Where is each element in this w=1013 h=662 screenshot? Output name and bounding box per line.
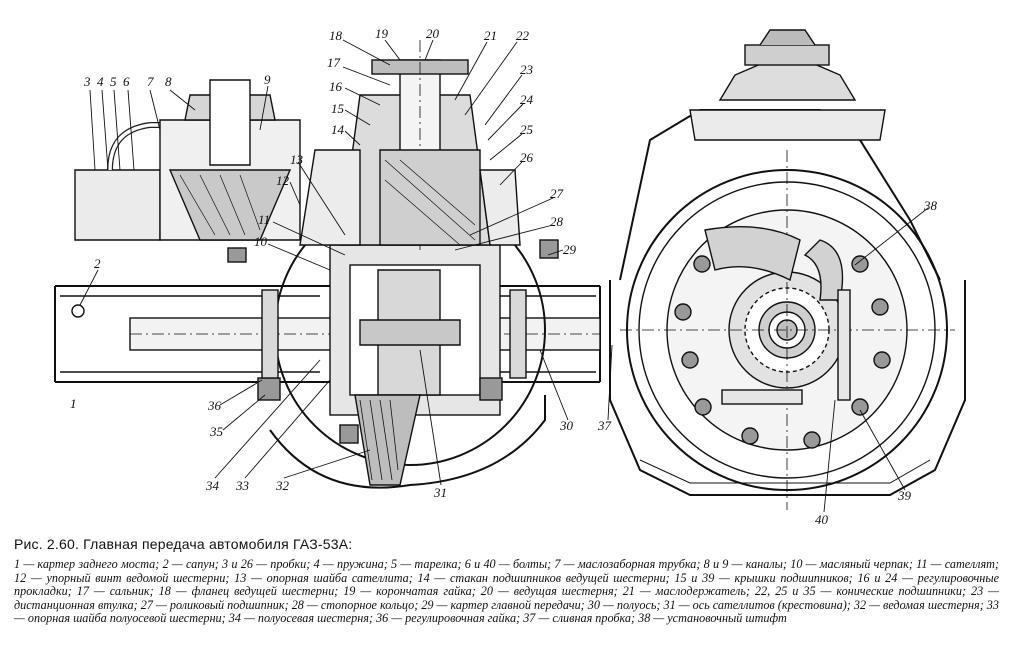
callout-9: 9 xyxy=(264,72,271,87)
callout-labels: 1 2 3 4 5 6 7 8 9 10 11 12 13 14 15 16 1… xyxy=(70,26,938,527)
callout-8: 8 xyxy=(165,74,172,89)
callout-4: 4 xyxy=(97,74,104,89)
callout-2: 2 xyxy=(94,256,101,271)
callout-7: 7 xyxy=(147,74,154,89)
callout-29: 29 xyxy=(563,242,577,257)
callout-12: 12 xyxy=(276,173,290,188)
figure-caption: Рис. 2.60. Главная передача автомобиля Г… xyxy=(14,536,999,626)
left-sectional-view xyxy=(54,40,601,489)
callout-37: 37 xyxy=(597,418,612,433)
callout-23: 23 xyxy=(520,62,534,77)
callout-31: 31 xyxy=(433,485,447,500)
callout-25: 25 xyxy=(520,122,534,137)
callout-34: 34 xyxy=(205,478,220,493)
callout-3: 3 xyxy=(83,74,91,89)
callout-14: 14 xyxy=(331,122,345,137)
callout-17: 17 xyxy=(327,55,341,70)
callout-36: 36 xyxy=(207,398,222,413)
callout-18: 18 xyxy=(329,28,343,43)
callout-19: 19 xyxy=(375,26,389,41)
callout-27: 27 xyxy=(550,186,564,201)
callout-10: 10 xyxy=(254,234,268,249)
callout-26: 26 xyxy=(520,150,534,165)
callout-21: 21 xyxy=(484,28,497,43)
callout-33: 33 xyxy=(235,478,250,493)
caption-legend: 1 — картер заднего моста; 2 — сапун; 3 и… xyxy=(14,557,999,626)
technical-drawing: 1 2 3 4 5 6 7 8 9 10 11 12 13 14 15 16 1… xyxy=(54,26,966,527)
callout-22: 22 xyxy=(516,28,530,43)
callout-6: 6 xyxy=(123,74,130,89)
callout-38: 38 xyxy=(923,198,938,213)
callout-39: 39 xyxy=(897,488,912,503)
callout-leaders xyxy=(79,39,929,513)
callout-5: 5 xyxy=(110,74,117,89)
callout-30: 30 xyxy=(559,418,574,433)
callout-13: 13 xyxy=(290,152,304,167)
callout-15: 15 xyxy=(331,101,345,116)
callout-40: 40 xyxy=(815,512,829,527)
callout-32: 32 xyxy=(275,478,290,493)
callout-35: 35 xyxy=(209,424,224,439)
callout-28: 28 xyxy=(550,214,564,229)
callout-24: 24 xyxy=(520,92,534,107)
caption-title: Рис. 2.60. Главная передача автомобиля Г… xyxy=(14,536,353,552)
callout-11: 11 xyxy=(258,212,270,227)
callout-16: 16 xyxy=(329,79,343,94)
right-end-view xyxy=(609,29,966,510)
callout-1: 1 xyxy=(70,396,77,411)
callout-20: 20 xyxy=(426,26,440,41)
